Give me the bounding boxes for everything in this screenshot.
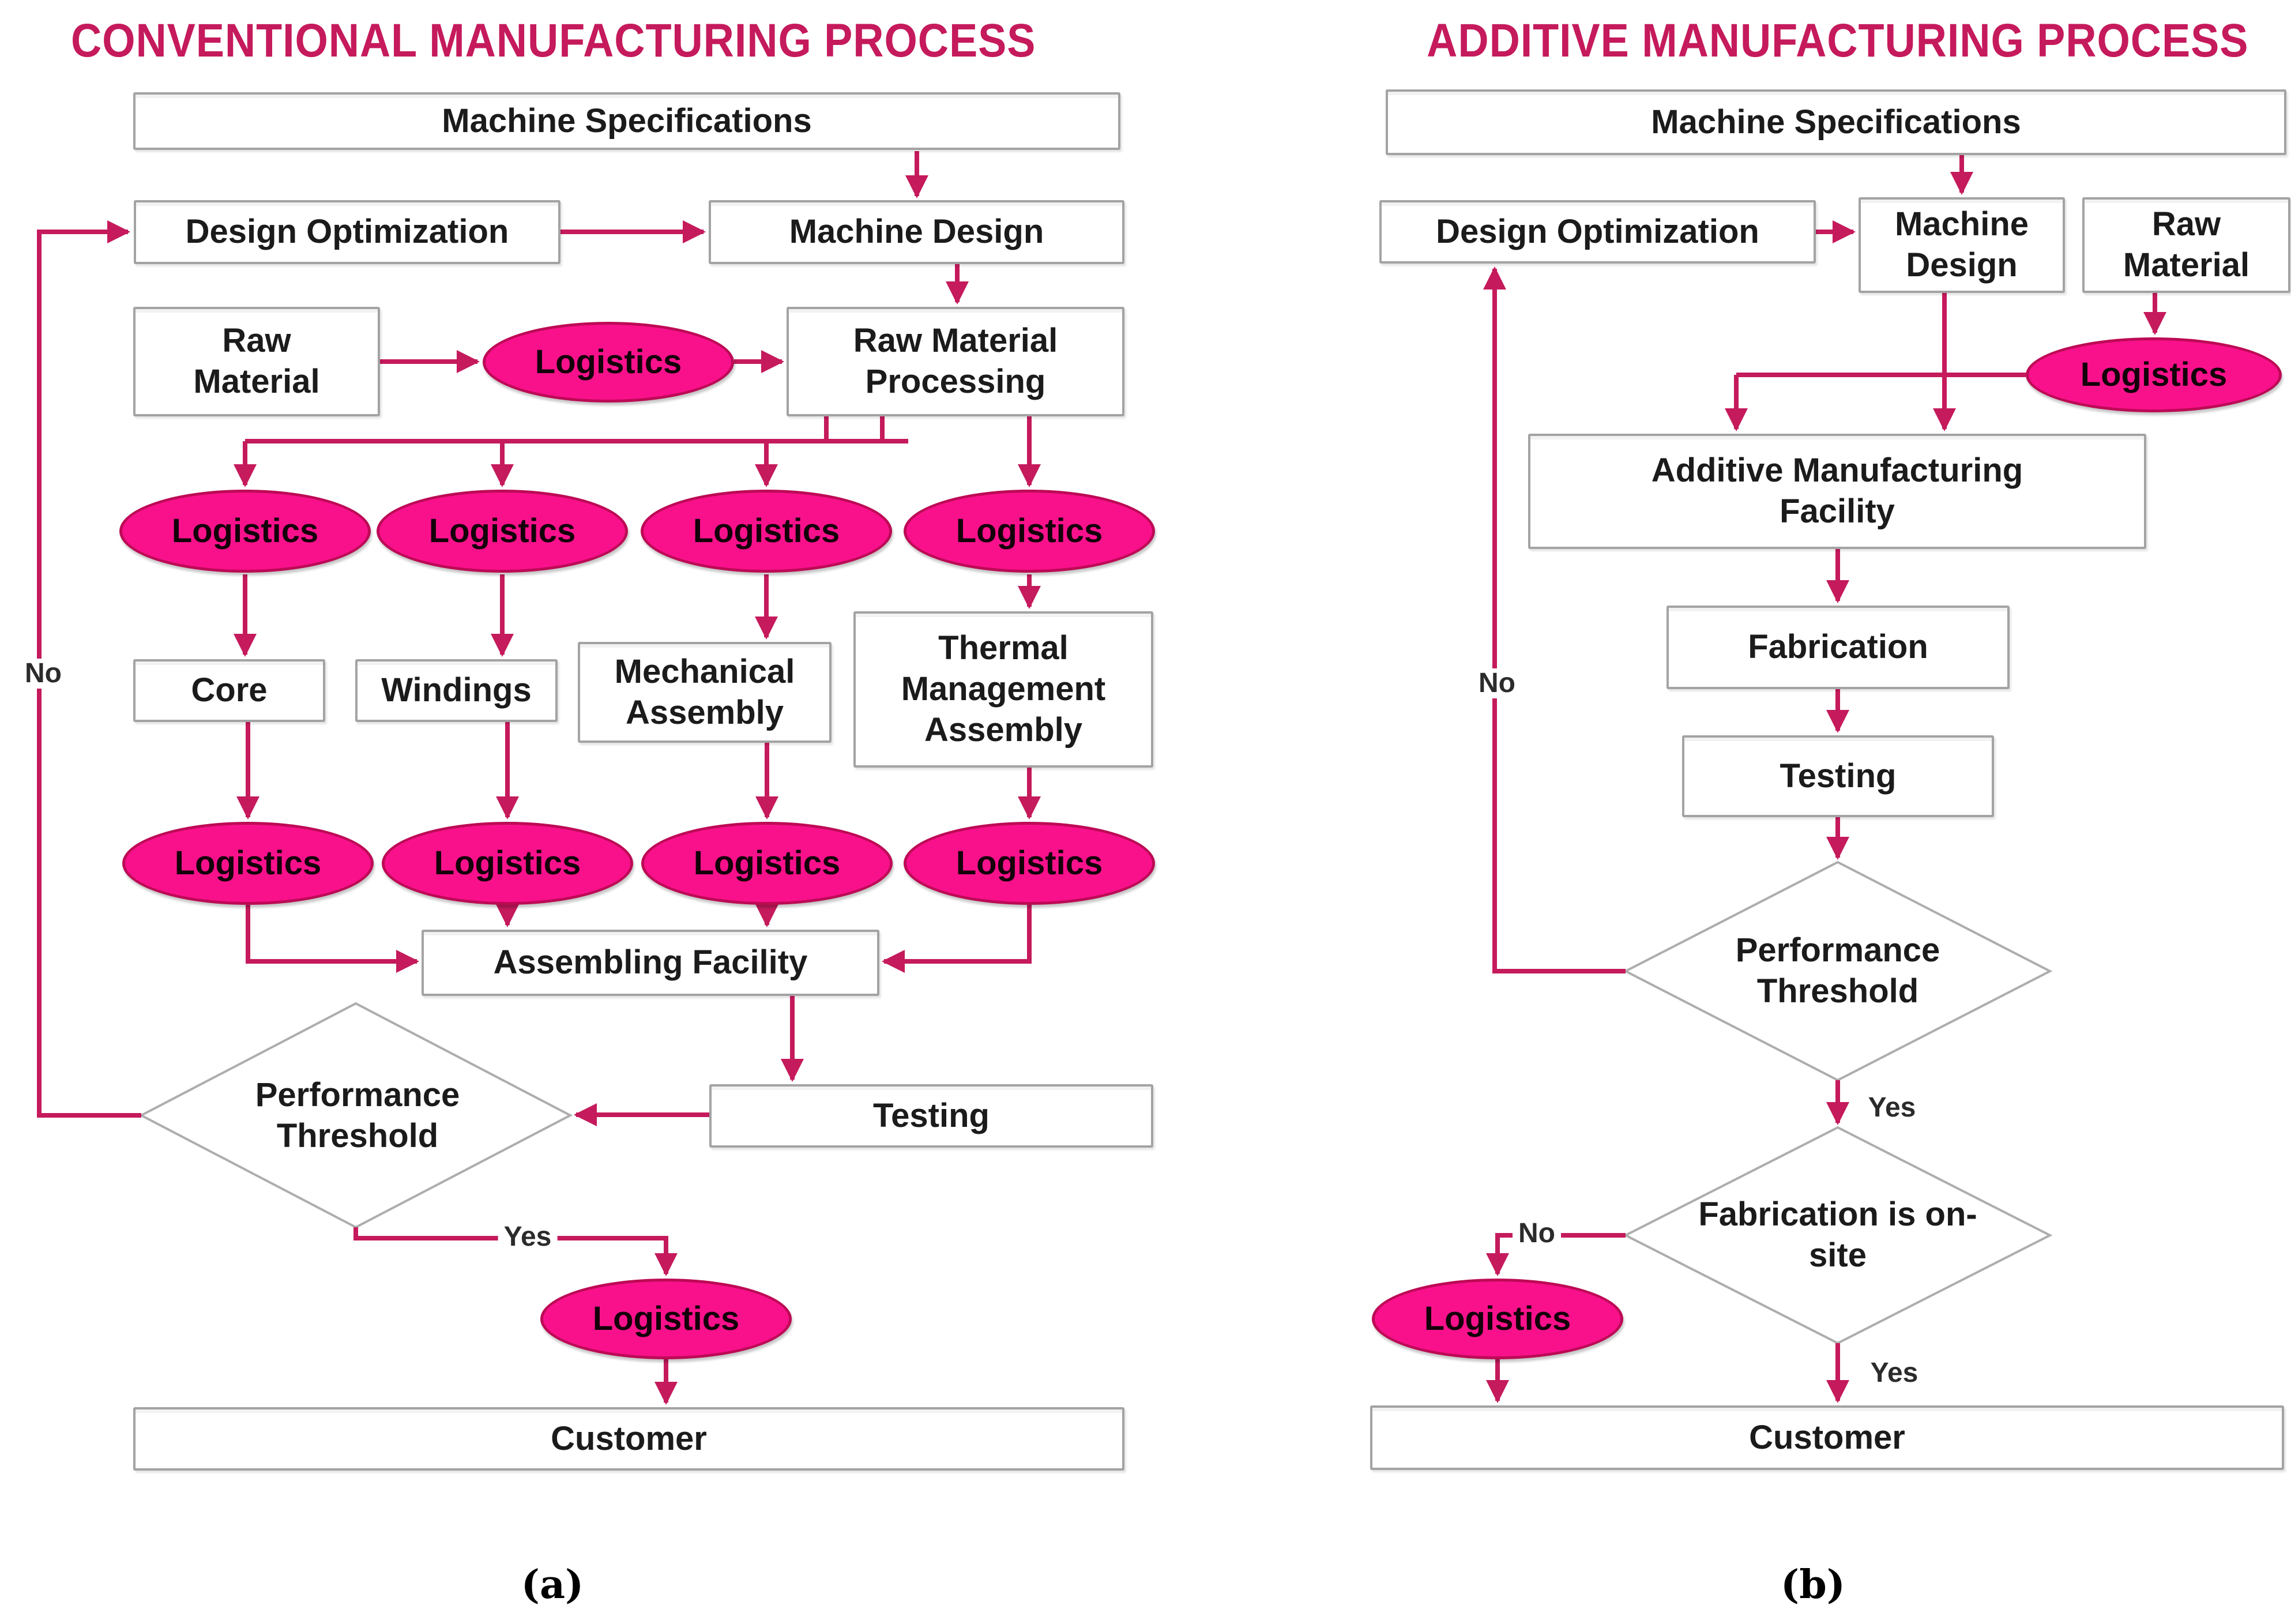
node-testing-a: Testing — [709, 1084, 1153, 1148]
node-performance-threshold-b: Performance Threshold — [1735, 931, 1940, 1010]
edges-additive — [1483, 155, 2166, 1403]
node-thermal-management-assembly-a: Thermal Management Assembly — [853, 611, 1153, 768]
logistics-ellipse-a-r1c2: Logistics — [377, 490, 628, 573]
edge-label-yes-b2: Yes — [1864, 1358, 1924, 1388]
logistics-ellipse-a-r2c3: Logistics — [641, 822, 893, 905]
edge-label-no-a: No — [19, 659, 67, 689]
node-fabrication-b: Fabrication — [1666, 606, 2010, 689]
logistics-ellipse-b-bottom: Logistics — [1372, 1279, 1623, 1359]
caption-a: (a) — [521, 1562, 584, 1608]
logistics-ellipse-a-r2c2: Logistics — [382, 822, 633, 905]
node-testing-b: Testing — [1682, 735, 1994, 817]
logistics-ellipse-a-r1c1: Logistics — [119, 490, 371, 573]
edge-label-yes-a: Yes — [498, 1222, 558, 1252]
logistics-ellipse-a-raw: Logistics — [483, 322, 734, 403]
node-raw-material-a: Raw Material — [133, 307, 380, 416]
logistics-ellipse-a-r1c4: Logistics — [904, 490, 1155, 573]
node-design-optimization-a: Design Optimization — [134, 200, 560, 264]
node-customer-a: Customer — [133, 1407, 1124, 1471]
edge-label-no-b1: No — [1473, 668, 1521, 698]
title-conventional: CONVENTIONAL MANUFACTURING PROCESS — [71, 14, 1036, 67]
edge-label-no-b2: No — [1513, 1219, 1561, 1249]
node-windings-a: Windings — [355, 659, 558, 722]
title-additive: ADDITIVE MANUFACTURING PROCESS — [1427, 14, 2249, 67]
node-core-a: Core — [133, 659, 325, 722]
edges-conventional — [37, 151, 1041, 1405]
node-raw-material-b: Raw Material — [2082, 197, 2290, 293]
node-performance-threshold-a: Performance Threshold — [255, 1076, 460, 1155]
edge-label-yes-b1: Yes — [1862, 1093, 1922, 1123]
node-raw-material-processing-a: Raw Material Processing — [787, 307, 1124, 416]
node-fabrication-on-site-b: Fabrication is on-site — [1698, 1196, 1977, 1274]
logistics-ellipse-a-r2c4: Logistics — [904, 822, 1155, 905]
logistics-ellipse-a-r2c1: Logistics — [122, 822, 374, 905]
node-design-optimization-b: Design Optimization — [1379, 200, 1816, 264]
node-machine-design-b: Machine Design — [1859, 197, 2065, 293]
caption-b: (b) — [1781, 1562, 1845, 1608]
node-mechanical-assembly-a: Mechanical Assembly — [578, 642, 832, 743]
node-assembling-facility-a: Assembling Facility — [422, 930, 879, 996]
node-machine-specifications-a: Machine Specifications — [133, 92, 1120, 150]
logistics-ellipse-a-final: Logistics — [540, 1279, 792, 1359]
logistics-ellipse-b-top: Logistics — [2026, 337, 2282, 412]
decision-diamonds — [138, 860, 2053, 1345]
node-machine-specifications-b: Machine Specifications — [1386, 89, 2286, 155]
logistics-ellipse-a-r1c3: Logistics — [641, 490, 892, 573]
node-machine-design-a: Machine Design — [709, 200, 1124, 264]
node-customer-b: Customer — [1370, 1405, 2284, 1470]
node-additive-manufacturing-facility-b: Additive Manufacturing Facility — [1528, 434, 2146, 549]
